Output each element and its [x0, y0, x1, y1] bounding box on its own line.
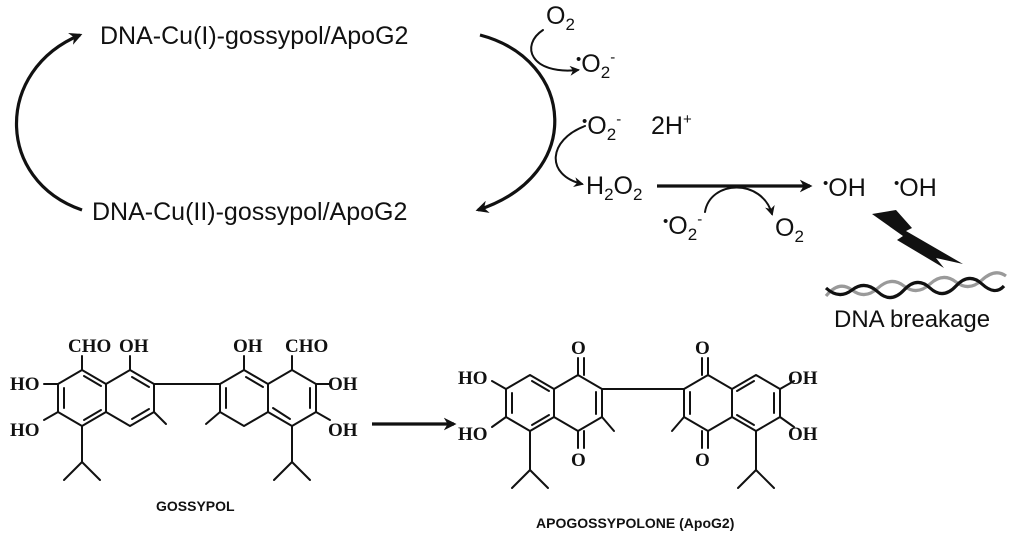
- svg-text:OH: OH: [788, 368, 818, 389]
- svg-text:HO: HO: [458, 424, 488, 445]
- apog2-caption: APOGOSSYPOLONE (ApoG2): [536, 515, 734, 531]
- cu1-complex-label: DNA-Cu(I)-gossypol/ApoG2: [100, 22, 408, 50]
- superoxide-label-3: •O2-: [663, 211, 702, 244]
- reduction-arrow: [14, 32, 83, 212]
- lightning-bolt-icon: [872, 210, 963, 268]
- hydrogen-peroxide-label: H2O2: [586, 172, 642, 204]
- svg-text:CHO: CHO: [285, 336, 328, 357]
- svg-text:OH: OH: [788, 424, 818, 445]
- oxygen-reduction-arrow: [530, 29, 580, 76]
- svg-text:HO: HO: [10, 420, 40, 441]
- svg-text:OH: OH: [328, 420, 358, 441]
- hydroxyl-radical-1: •OH: [823, 174, 866, 202]
- dismutation-arrow: [554, 125, 586, 187]
- svg-text:CHO: CHO: [68, 336, 111, 357]
- gossypol-caption: GOSSYPOL: [156, 498, 235, 514]
- superoxide-consumption-arrow: [704, 186, 775, 216]
- gossypol-structure: CHO OH HO HO OH CHO OH OH: [10, 336, 358, 481]
- oxygen-product-label: O2: [775, 214, 804, 246]
- oxidation-arrow: [475, 33, 557, 213]
- apog2-structure: O O O O HO HO OH OH: [458, 338, 818, 489]
- svg-text:O: O: [695, 338, 710, 359]
- cu2-complex-label: DNA-Cu(II)-gossypol/ApoG2: [92, 198, 407, 226]
- svg-text:HO: HO: [458, 368, 488, 389]
- svg-text:O: O: [571, 450, 586, 471]
- oxygen-label: O2: [546, 2, 575, 34]
- svg-text:OH: OH: [233, 336, 263, 357]
- dna-double-helix-icon: [824, 271, 1007, 300]
- dna-breakage-label: DNA breakage: [834, 306, 990, 333]
- superoxide-label-1: •O2-: [576, 49, 615, 82]
- superoxide-label-2: •O2-: [582, 111, 621, 144]
- svg-text:OH: OH: [328, 374, 358, 395]
- svg-text:O: O: [695, 450, 710, 471]
- svg-text:OH: OH: [119, 336, 149, 357]
- hydroxyl-radical-2: •OH: [894, 174, 937, 202]
- protons-label: 2H+: [651, 111, 692, 140]
- svg-text:O: O: [571, 338, 586, 359]
- svg-text:HO: HO: [10, 374, 40, 395]
